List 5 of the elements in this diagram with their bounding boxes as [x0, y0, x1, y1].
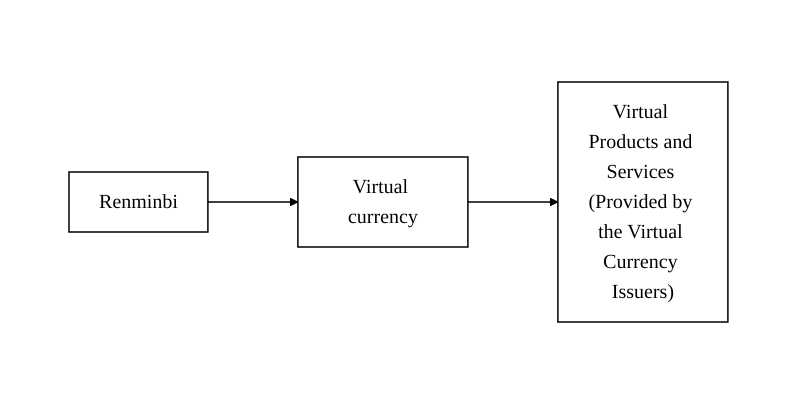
node-box: Virtual currency — [297, 156, 469, 248]
arrow — [208, 197, 298, 206]
arrow — [468, 197, 558, 206]
node-box: Renminbi — [68, 170, 209, 232]
node-box: Virtual Products and Services (Provided by the Virtual Currency Issuers) — [557, 80, 729, 322]
